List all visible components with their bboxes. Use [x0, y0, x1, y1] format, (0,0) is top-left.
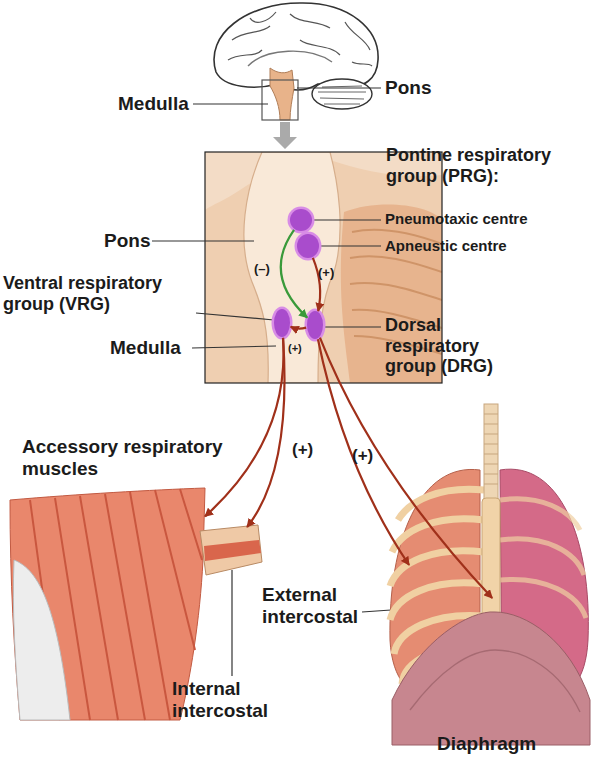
neural-pathway	[247, 338, 284, 527]
oval-glow	[288, 207, 315, 234]
oval-outline	[289, 208, 313, 232]
node-label: Internal intercostal	[172, 678, 292, 722]
node-label: Pneumotaxic centre	[385, 210, 590, 227]
muscle-target: Diaphragm	[490, 598, 515, 620]
node-label: Dorsal respiratory group (DRG)	[385, 315, 525, 377]
structure-label: Medulla	[110, 337, 195, 359]
respiratory-centre: Pneumotaxic centre	[289, 208, 313, 232]
oval-fill	[274, 309, 290, 337]
sign-label: (–)	[254, 262, 294, 277]
muscle-target: Internal intercostal	[200, 527, 258, 573]
sign-label: (+)	[352, 446, 392, 466]
neural-pathway	[318, 339, 409, 565]
oval-fill	[307, 311, 323, 339]
ribcage-illustration	[390, 404, 590, 745]
structure-label: Medulla	[118, 93, 198, 115]
sign-label: (+)	[288, 342, 328, 355]
oval-outline	[273, 308, 291, 338]
structure-label: Pontine respiratory group (PRG):	[386, 145, 591, 186]
oval-fill	[290, 209, 312, 231]
oval-outline	[296, 233, 320, 259]
oval-glow	[295, 232, 322, 261]
respiratory-centre: Ventral respiratory group (VRG)	[273, 308, 291, 338]
oval-glow	[305, 309, 326, 342]
leader-lines	[152, 220, 381, 348]
respiratory-centre: Dorsal respiratory group (DRG)	[306, 310, 324, 340]
node-label: Apneustic centre	[385, 237, 590, 254]
structure-label: Pons	[104, 230, 164, 252]
muscle-target: External intercostal	[405, 565, 430, 590]
oval-glow	[272, 307, 293, 340]
oval-fill	[297, 234, 319, 258]
neural-pathway	[291, 327, 306, 329]
leader-lines	[193, 88, 381, 104]
sign-label: (+)	[292, 440, 332, 460]
neural-pathway	[205, 338, 284, 516]
respiratory-centre: Apneustic centre	[296, 233, 320, 259]
oval-outline	[306, 310, 324, 340]
node-label: Diaphragm	[437, 733, 577, 755]
structure-label: Pons	[385, 77, 465, 99]
node-label: External intercostal	[262, 584, 387, 628]
node-label: Accessory respiratory muscles	[22, 436, 257, 480]
node-label: Ventral respiratory group (VRG)	[3, 273, 193, 314]
neural-pathway	[320, 338, 492, 598]
sign-label: (+)	[318, 266, 358, 281]
neural-pathway	[281, 230, 307, 318]
brain-illustration	[214, 3, 378, 149]
